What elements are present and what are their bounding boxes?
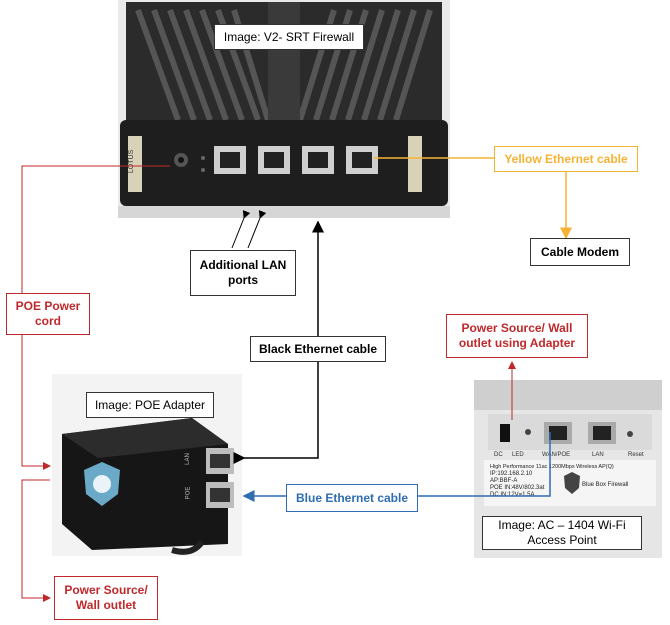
ap-port-lan-label: LAN bbox=[592, 452, 604, 458]
ap-image-label: Image: AC – 1404 Wi-Fi Access Point bbox=[482, 516, 642, 550]
power-source-adapter-label: Power Source/ Wall outlet using Adapter bbox=[446, 314, 588, 358]
lan-ports-arrow bbox=[231, 210, 251, 249]
ap-port-wan-label: WAN/POE bbox=[542, 452, 571, 458]
poe-image-label: Image: POE Adapter bbox=[86, 392, 214, 418]
wall-outlet-line bbox=[21, 479, 51, 602]
blue-cable-label: Blue Ethernet cable bbox=[286, 484, 418, 512]
ap-port-reset-label: Reset bbox=[628, 452, 644, 458]
black-cable-label: Black Ethernet cable bbox=[250, 336, 386, 362]
ap-info-line: AP:BBF-A bbox=[490, 478, 518, 484]
ap-port-labels: DC LED WAN/POE LAN Reset bbox=[494, 452, 654, 462]
lan-ports-arrow bbox=[247, 210, 267, 249]
additional-lan-label: Additional LAN ports bbox=[190, 250, 296, 296]
ap-info-line: DC IN:12V=1.5A bbox=[490, 492, 535, 498]
ap-info-line: High Performance 11ac 1200Mbps Wireless … bbox=[490, 464, 614, 470]
ap-info-line: POE IN:48V/802.3at bbox=[490, 485, 545, 491]
power-source-wall-label: Power Source/ Wall outlet bbox=[54, 576, 158, 620]
poe-power-cord-label: POE Power cord bbox=[6, 293, 90, 335]
firewall-device bbox=[118, 0, 450, 218]
black-cable-line bbox=[233, 220, 324, 464]
cable-modem-label: Cable Modem bbox=[530, 238, 630, 266]
yellow-cable-label: Yellow Ethernet cable bbox=[494, 146, 638, 172]
ap-brand: Blue Box Firewall bbox=[582, 482, 629, 488]
ap-info-panel: High Performance 11ac 1200Mbps Wireless … bbox=[490, 464, 614, 499]
ap-port-led-label: LED bbox=[512, 452, 524, 458]
ap-port-dc-label: DC bbox=[494, 452, 503, 458]
firewall-image-label: Image: V2- SRT Firewall bbox=[214, 24, 364, 50]
ap-info-line: IP:192.168.2.10 bbox=[490, 471, 533, 477]
